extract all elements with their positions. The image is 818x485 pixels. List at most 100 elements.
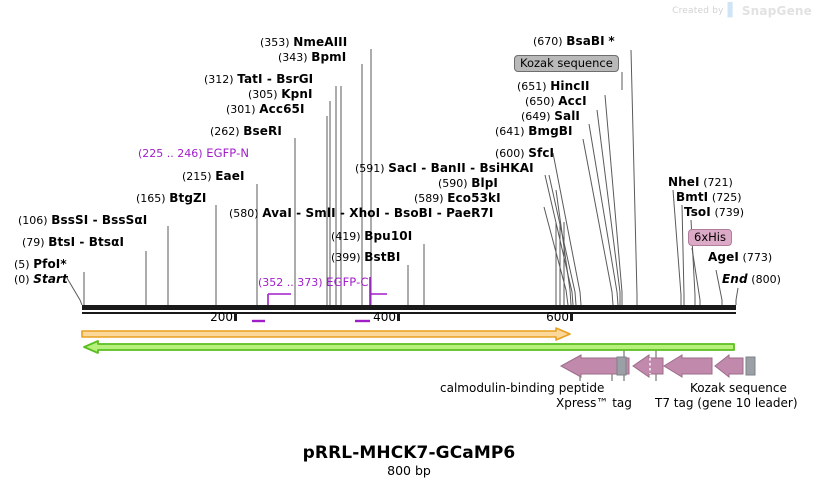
label-position: (419) [331, 230, 361, 243]
orange-feature-arrow[interactable] [78, 327, 578, 341]
label-tati-bsrgi[interactable]: (312) TatI - BsrGI [204, 73, 313, 87]
cds-trailing-box[interactable] [744, 354, 758, 378]
cds-arrow-segment-1[interactable] [631, 354, 665, 378]
label-enzyme: PfoI [33, 257, 61, 271]
snapgene-logo-icon: ▌ [727, 3, 738, 18]
label-enzyme: BssSI - BssSαI [51, 213, 148, 227]
label-enzyme: HincII [550, 79, 590, 93]
label-position: (739) [714, 206, 745, 219]
label-position: (580) [229, 207, 259, 220]
label-enzyme: AccI [558, 94, 587, 108]
label-enzyme: BsaBI [566, 34, 605, 48]
label-end[interactable]: End (800) [722, 273, 781, 287]
cds-kozak-arrow[interactable] [713, 354, 745, 378]
label-btsi[interactable]: (79) BtsI - BtsαI [22, 235, 125, 250]
cds-calmodulin-binding-peptide[interactable] [559, 354, 631, 378]
label-position: (305) [248, 88, 278, 101]
label-enzyme: BseRI [243, 124, 282, 138]
label-eaei[interactable]: (215) EaeI [182, 170, 245, 184]
ruler-tick-200 [234, 312, 237, 321]
green-feature-arrow[interactable] [78, 340, 740, 354]
label-bsabi[interactable]: (670) BsaBI * [533, 34, 615, 49]
caption-t7-tag: T7 tag (gene 10 leader) [655, 396, 798, 410]
label-avai-group[interactable]: (580) AvaI - SmlI - XhoI - BsoBI - PaeR7… [229, 206, 494, 221]
label-hincii[interactable]: (651) HincII [517, 79, 590, 94]
label-nhei[interactable]: NheI (721) [668, 175, 733, 190]
page-subtitle: 800 bp [387, 463, 431, 478]
ruler-baseline [82, 312, 736, 314]
label-enzyme: AgeI [708, 250, 739, 264]
label-nmeaiii[interactable]: (353) NmeAIII [260, 35, 348, 50]
caption-kozak-sequence: Kozak sequence [690, 381, 787, 395]
label-eco53ki[interactable]: (589) Eco53kI [414, 192, 501, 206]
ruler-tick-600 [570, 312, 573, 321]
label-position: (352 .. 373) [258, 276, 323, 289]
label-sali[interactable]: (649) SalI [521, 110, 580, 124]
label-start[interactable]: (0) Start [14, 272, 68, 287]
label-bmgbi[interactable]: (641) BmgBI [495, 124, 573, 139]
label-position: (353) [260, 36, 290, 49]
label-position: (721) [703, 176, 733, 189]
cds-xpress-tag-box[interactable] [614, 354, 628, 378]
label-tsoi[interactable]: TsoI (739) [684, 205, 745, 220]
ruler-tick-400 [397, 312, 400, 321]
label-position: (0) [14, 273, 30, 286]
label-agei[interactable]: AgeI (773) [708, 250, 772, 265]
label-bpmi[interactable]: (343) BpmI [278, 51, 346, 65]
label-egfp-n[interactable]: (225 .. 246) EGFP-N [138, 146, 250, 161]
label-enzyme: Acc65I [259, 102, 305, 116]
label-enzyme: TsoI [684, 205, 711, 219]
sequence-backbone [82, 305, 736, 310]
label-egfp-c[interactable]: (352 .. 373) EGFP-C [258, 275, 369, 290]
label-position: (600) [495, 147, 525, 160]
label-bstbi[interactable]: (399) BstBI [331, 251, 400, 265]
label-feature-name: EGFP-N [206, 146, 250, 160]
label-enzyme: BlpI [471, 176, 498, 190]
label-kpni[interactable]: (305) KpnI [248, 87, 313, 102]
label-sfci[interactable]: (600) SfcI [495, 146, 555, 161]
label-enzyme: Start [33, 272, 68, 286]
label-acc65i[interactable]: (301) Acc65I [226, 102, 305, 117]
label-enzyme: NmeAIII [293, 35, 348, 49]
label-position: (312) [204, 73, 234, 86]
label-saci-group[interactable]: (591) SacI - BanII - BsiHKAI [355, 161, 534, 176]
label-enzyme: KpnI [281, 87, 313, 101]
label-position: (262) [210, 125, 240, 138]
label-feature-name: EGFP-C [326, 275, 369, 289]
label-enzyme: NheI [668, 175, 700, 189]
label-star: * [608, 34, 615, 48]
label-blpi[interactable]: (590) BlpI [438, 176, 498, 191]
label-enzyme: BmtI [676, 190, 709, 204]
label-position: (301) [226, 103, 256, 116]
label-position: (800) [751, 273, 781, 286]
ruler-tick-label-600: 600 [546, 310, 569, 324]
ruler-tick-label-400: 400 [373, 310, 396, 324]
label-position: (399) [331, 251, 361, 264]
label-enzyme: SacI - BanII - BsiHKAI [388, 161, 534, 175]
label-bmti[interactable]: BmtI (725) [676, 190, 742, 205]
label-position: (106) [18, 214, 48, 227]
badge-6xhis[interactable]: 6xHis [688, 229, 732, 246]
page-title: pRRL-MHCK7-GCaMP6 [302, 443, 516, 463]
label-enzyme: BtsI - BtsαI [48, 235, 125, 249]
label-btgzi[interactable]: (165) BtgZI [136, 192, 206, 206]
label-bseri[interactable]: (262) BseRI [210, 124, 282, 139]
label-enzyme: SfcI [528, 146, 555, 160]
label-bsssi[interactable]: (106) BssSI - BssSαI [18, 213, 148, 228]
caption-xpress-tag: Xpress™ tag [556, 396, 632, 410]
label-bpu10i[interactable]: (419) Bpu10I [331, 230, 412, 244]
label-enzyme: AvaI - SmlI - XhoI - BsoBI - PaeR7I [262, 206, 494, 220]
label-acci[interactable]: (650) AccI [525, 94, 587, 109]
badge-kozak-sequence[interactable]: Kozak sequence [514, 55, 619, 72]
label-position: (725) [711, 191, 742, 204]
label-position: (79) [22, 236, 45, 249]
cds-feature-row [0, 354, 818, 380]
caption-calmodulin-binding-peptide: calmodulin-binding peptide [440, 381, 605, 395]
label-pfoi[interactable]: (5) PfoI* [14, 257, 67, 272]
label-position: (225 .. 246) [138, 147, 203, 160]
cds-t7-tag[interactable] [662, 354, 714, 378]
label-enzyme: BmgBI [528, 124, 573, 138]
ruler-tick-label-200: 200 [210, 310, 233, 324]
watermark-prefix: Created by [672, 5, 724, 16]
